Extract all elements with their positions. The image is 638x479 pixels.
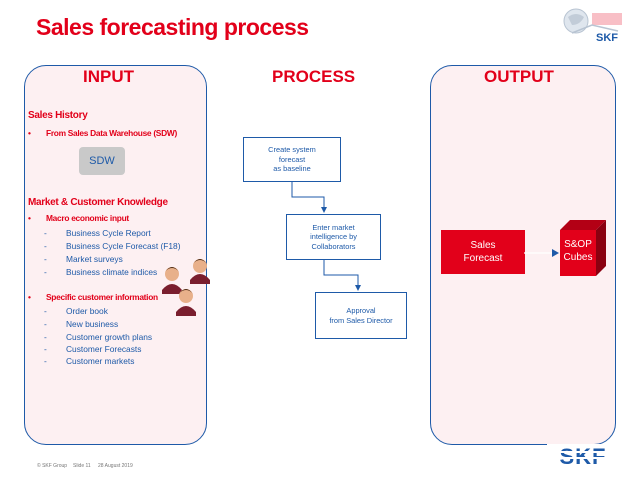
footer-slide: Slide 11 (73, 463, 91, 469)
list-item: - Customer markets (44, 356, 134, 366)
page-title: Sales forecasting process (36, 14, 309, 40)
footer-date: 28 August 2019 (98, 463, 133, 469)
bullet-glyph: • (28, 292, 31, 302)
sop-cube-icon (560, 220, 606, 276)
dash-glyph: - (44, 332, 47, 342)
sales-forecast-box: Sales Forecast (441, 230, 525, 274)
sdw-bullet: • From Sales Data Warehouse (SDW) (28, 128, 177, 138)
list-item-text: Order book (66, 306, 108, 316)
list-item: - Customer Forecasts (44, 344, 141, 354)
list-item: - Business Cycle Forecast (F18) (44, 241, 181, 251)
market-intelligence-line-2: intelligence by (310, 232, 357, 242)
market-intelligence-line-3: Collaborators (311, 241, 356, 251)
market-intelligence-box: Enter market intelligence by Collaborato… (286, 214, 381, 260)
create-forecast-line-1: Create system (268, 145, 316, 155)
dash-glyph: - (44, 228, 47, 238)
footer-company: © SKF Group (37, 463, 68, 469)
customer-bullet: • Specific customer information (28, 292, 158, 302)
sales-forecast-line-1: Sales (470, 240, 496, 251)
list-item-text: Customer Forecasts (66, 344, 142, 354)
dash-glyph: - (44, 241, 47, 251)
sales-forecast-line-2: Forecast (463, 253, 503, 264)
approval-line-2: from Sales Director (329, 315, 393, 325)
list-item: - Market surveys (44, 254, 123, 264)
list-item-text: Market surveys (66, 254, 123, 264)
dash-glyph: - (44, 306, 47, 316)
dash-glyph: - (44, 319, 47, 329)
customer-bullet-text: Specific customer information (46, 292, 158, 302)
macro-bullet: • Macro economic input (28, 213, 129, 223)
sdw-box: SDW (79, 147, 125, 175)
sop-cubes-line-2: Cubes (563, 252, 593, 263)
list-item-text: Business Cycle Report (66, 228, 151, 238)
list-item: - Order book (44, 306, 108, 316)
sales-history-heading: Sales History (28, 110, 88, 121)
create-forecast-line-3: as baseline (273, 164, 311, 174)
sop-cubes-label: S&OP Cubes (560, 238, 596, 264)
skf-logo-text: SKF (560, 444, 607, 468)
macro-bullet-text: Macro economic input (46, 213, 129, 223)
sdw-bullet-text: From Sales Data Warehouse (SDW) (46, 128, 177, 138)
people-icon (162, 259, 210, 316)
approval-box: Approval from Sales Director (315, 292, 407, 339)
list-item: - Business Cycle Report (44, 228, 151, 238)
list-item: - New business (44, 319, 118, 329)
forecast-to-cubes-arrow-icon (524, 249, 559, 257)
dash-glyph: - (44, 254, 47, 264)
process-header: PROCESS (272, 67, 356, 86)
market-knowledge-heading: Market & Customer Knowledge (28, 197, 168, 208)
approval-line-1: Approval (346, 305, 376, 315)
skf-globe-logo-text: SKF (596, 32, 618, 44)
output-header: OUTPUT (484, 67, 554, 86)
bullet-glyph: • (28, 213, 31, 223)
list-item-text: Business climate indices (66, 267, 158, 277)
dash-glyph: - (44, 356, 47, 366)
sop-cubes-line-1: S&OP (564, 239, 592, 250)
dash-glyph: - (44, 344, 47, 354)
list-item: - Business climate indices (44, 267, 157, 277)
bullet-glyph: • (28, 128, 31, 138)
list-item-text: Business Cycle Forecast (F18) (66, 241, 181, 251)
list-item-text: New business (66, 319, 119, 329)
skf-globe-logo-icon: SKF (563, 8, 622, 44)
skf-logo-icon: SKF (547, 444, 620, 468)
dash-glyph: - (44, 267, 47, 277)
create-forecast-box: Create system forecast as baseline (243, 137, 341, 182)
list-item-text: Customer growth plans (66, 332, 153, 342)
list-item-text: Customer markets (66, 356, 135, 366)
market-intelligence-line-1: Enter market (312, 222, 355, 232)
list-item: - Customer growth plans (44, 332, 152, 342)
input-header: INPUT (83, 67, 134, 86)
create-forecast-line-2: forecast (278, 154, 306, 164)
input-panel (24, 65, 207, 445)
